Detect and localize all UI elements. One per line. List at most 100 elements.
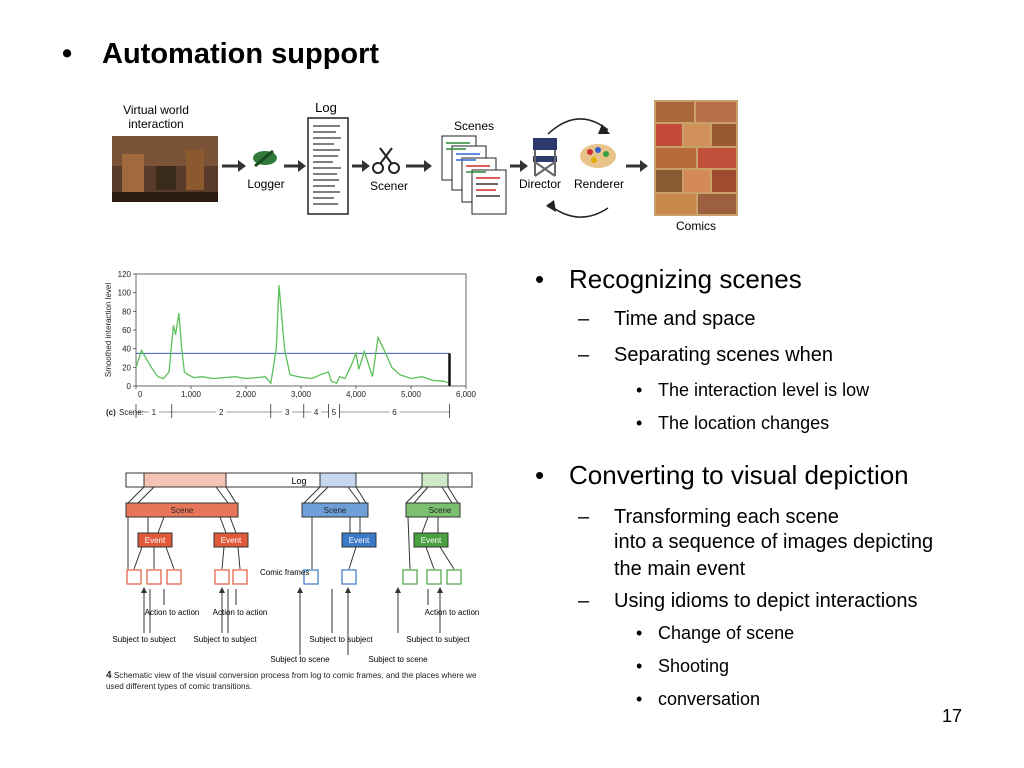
bullet-recognizing: •Recognizing scenes bbox=[535, 264, 802, 295]
scene-label: 5 bbox=[332, 408, 337, 417]
sub-sub-bullet-conversation: •conversation bbox=[636, 689, 760, 710]
scene-box-green bbox=[405, 502, 461, 518]
scene-label: 4 bbox=[314, 408, 319, 417]
log-bar-label: Log bbox=[291, 476, 306, 486]
scener-label: Scener bbox=[370, 179, 408, 193]
bullet-icon: • bbox=[636, 656, 643, 676]
scene-label-bg bbox=[148, 407, 159, 417]
title-text: Automation support bbox=[102, 38, 380, 70]
log-segment-green bbox=[421, 472, 449, 488]
sub-bullet-transform: –Transforming each scene bbox=[578, 504, 839, 531]
logger-label: Logger bbox=[247, 177, 284, 191]
scene-row-label: Scene: bbox=[119, 408, 144, 417]
x-tick-label: 3,000 bbox=[291, 390, 312, 399]
arrow-head-icon bbox=[520, 160, 528, 172]
scene-box-blue bbox=[301, 502, 369, 518]
bullet-icon: • bbox=[535, 460, 545, 490]
bullet-icon: • bbox=[636, 689, 643, 709]
event-box-red-1 bbox=[137, 532, 173, 548]
comics-label: Comics bbox=[676, 219, 716, 233]
bullet-icon: • bbox=[636, 413, 643, 433]
arrow-head-icon bbox=[424, 160, 432, 172]
scenes-label: Scenes bbox=[454, 119, 494, 133]
scene-label-bg bbox=[282, 407, 293, 417]
comic-frame bbox=[341, 569, 357, 585]
event-box-label: Event bbox=[421, 536, 442, 545]
figure-caption: 4 Schematic view of the visual conversio… bbox=[106, 670, 482, 692]
bullet-text: Time and space bbox=[614, 308, 756, 330]
caption-text: Schematic view of the visual conversion … bbox=[106, 671, 477, 691]
subject-to-subject-label: Subject to subject bbox=[112, 635, 176, 644]
comic-frame bbox=[402, 569, 418, 585]
sub-sub-bullet-location: •The location changes bbox=[636, 413, 829, 434]
comic-frame bbox=[232, 569, 248, 585]
renderer-label: Renderer bbox=[574, 177, 624, 191]
comic-frame bbox=[446, 569, 462, 585]
subject-to-subject-label: Subject to subject bbox=[309, 635, 373, 644]
bullet-text: Using idioms to depict interactions bbox=[614, 590, 918, 612]
comic-frame bbox=[126, 569, 142, 585]
comic-frame bbox=[146, 569, 162, 585]
sub-bullet-transform-line2: into a sequence of images depicting bbox=[614, 531, 934, 553]
arrow-head-icon bbox=[598, 124, 610, 134]
sub-bullet-transform-line3: the main event bbox=[614, 558, 746, 580]
y-axis-label: Smoothed interaction level bbox=[104, 283, 113, 378]
director-label: Director bbox=[519, 177, 561, 191]
scene-box-red bbox=[125, 502, 239, 518]
scene-label-bg bbox=[389, 407, 400, 417]
bullet-text: Converting to visual depiction bbox=[569, 460, 909, 490]
panel-label: (c) bbox=[106, 408, 116, 417]
arrow-head-icon bbox=[640, 160, 648, 172]
scene-label: 3 bbox=[285, 408, 290, 417]
bullet-text: Shooting bbox=[658, 656, 730, 676]
comic-frame bbox=[303, 569, 319, 585]
log-label: Log bbox=[315, 100, 337, 115]
subject-to-subject-label: Subject to subject bbox=[193, 635, 257, 644]
event-box-label: Event bbox=[145, 536, 166, 545]
log-document-icon bbox=[307, 117, 349, 215]
subject-to-subject-label: Subject to subject bbox=[406, 635, 470, 644]
bullet-text: Separating scenes when bbox=[614, 344, 834, 366]
scene-box-blue-label: Scene bbox=[324, 506, 347, 515]
bullet-converting: • Converting to visual depiction bbox=[535, 460, 909, 491]
x-tick-label: 0 bbox=[138, 390, 143, 399]
log-segment-red bbox=[143, 472, 227, 488]
slide-title: • Automation support bbox=[62, 38, 379, 71]
event-box-red-2 bbox=[213, 532, 249, 548]
virtual-world-label: Virtual world bbox=[123, 103, 189, 117]
scene-label-bg bbox=[329, 407, 339, 417]
sub-bullet-idioms: –Using idioms to depict interactions bbox=[578, 590, 917, 613]
action-to-action-label: Action to action bbox=[213, 608, 268, 617]
comic-frames-label: Comic frames bbox=[260, 568, 309, 577]
dash-icon: – bbox=[578, 308, 590, 330]
y-tick-label: 100 bbox=[118, 289, 132, 298]
y-tick-label: 120 bbox=[118, 270, 132, 279]
scene-label-bg bbox=[216, 407, 227, 417]
comic-frame bbox=[426, 569, 442, 585]
bullet-icon: • bbox=[636, 380, 643, 400]
y-tick-label: 20 bbox=[122, 363, 131, 372]
x-tick-label: 2,000 bbox=[236, 390, 257, 399]
scene-label: 1 bbox=[152, 408, 157, 417]
arrow-head-icon bbox=[238, 160, 246, 172]
y-tick-label: 0 bbox=[127, 382, 132, 391]
sub-sub-bullet-shooting: • Shooting bbox=[636, 656, 729, 677]
scene-label: 2 bbox=[219, 408, 224, 417]
event-box-label: Event bbox=[349, 536, 370, 545]
sub-bullet-time-space: – Time and space bbox=[578, 308, 756, 331]
director-chair-icon bbox=[533, 138, 557, 177]
title-bullet: • bbox=[62, 38, 73, 70]
comics-thumbnail bbox=[654, 100, 738, 216]
plot-frame bbox=[135, 273, 467, 387]
series-line-0 bbox=[135, 285, 450, 385]
virtual-world-label-line2: interaction bbox=[128, 117, 183, 131]
y-tick-label: 40 bbox=[122, 345, 131, 354]
x-tick-label: 4,000 bbox=[346, 390, 367, 399]
scene-documents-icon bbox=[441, 135, 507, 215]
comic-frame bbox=[214, 569, 230, 585]
x-tick-label: 6,000 bbox=[456, 390, 477, 399]
dash-icon: – bbox=[578, 506, 590, 528]
bullet-text: Change of scene bbox=[658, 623, 795, 643]
pipeline-figure: Virtual world interaction Logger Log bbox=[112, 100, 738, 233]
